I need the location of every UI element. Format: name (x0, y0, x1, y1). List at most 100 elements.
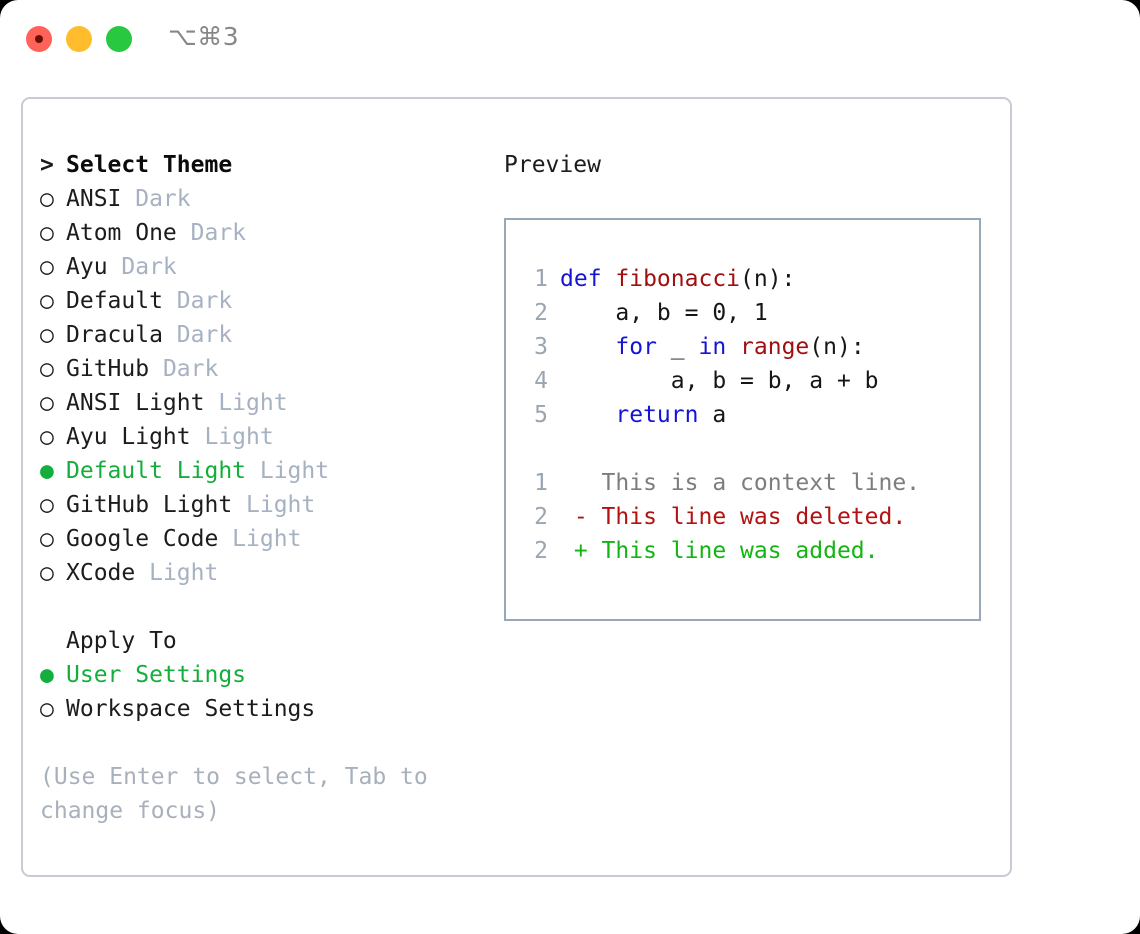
code-token (560, 402, 615, 428)
theme-option-label: Ayu (66, 254, 108, 280)
theme-option-github[interactable]: ○GitHub Dark (40, 352, 480, 386)
line-number: 4 (534, 368, 548, 394)
theme-option-label: Dracula (66, 322, 163, 348)
theme-variant-tag: Light (204, 390, 288, 416)
apply-to-option-label: Workspace Settings (66, 696, 316, 722)
line-number: 2 (534, 300, 548, 326)
theme-variant-tag: Dark (107, 254, 177, 280)
section-spacer (40, 590, 480, 624)
apply-to-option-user-settings[interactable]: ● User Settings (40, 658, 480, 692)
code-line: 4 a, b = b, a + b (524, 364, 920, 398)
theme-option-label: ANSI Light (66, 390, 205, 416)
code-token: _ (656, 334, 699, 360)
radio-unselected-icon: ○ (40, 696, 54, 722)
line-number: 2 (534, 504, 548, 530)
apply-to-options-list: ● User Settings ○ Workspace Settings (40, 658, 480, 726)
diff-text: This line was deleted. (601, 504, 907, 530)
code-token: a, b = b, a + b (560, 368, 879, 394)
diff-line: 1 This is a context line. (524, 466, 920, 500)
theme-selector-dialog: > Select Theme ○ ANSI Dark ○ Atom One Dark ○ A… (21, 97, 1012, 877)
radio-unselected-icon: ○ (40, 356, 54, 382)
diff-line: 2 + This line was added. (524, 534, 920, 568)
theme-variant-tag: Dark (176, 220, 247, 246)
theme-variant-tag: Dark (162, 322, 233, 348)
theme-option-google-code[interactable]: ○ Google Code Light (40, 522, 480, 556)
radio-unselected-icon: ○ (40, 254, 54, 280)
line-number: 3 (534, 334, 548, 360)
theme-option-label: GitHub (66, 356, 150, 382)
diff-text: This line was added. (601, 538, 879, 564)
theme-variant-tag: Light (218, 526, 302, 552)
code-token: (n): (809, 334, 865, 360)
theme-option-label: Default Light (66, 458, 247, 484)
theme-option-ayu[interactable]: ○ Ayu Dark (40, 250, 480, 284)
radio-unselected-icon: ○ (40, 288, 54, 314)
diff-marker: - (560, 504, 602, 530)
theme-option-atom-one[interactable]: ○ Atom One Dark (40, 216, 480, 250)
theme-option-xcode[interactable]: ○XCode Light (40, 556, 480, 590)
diff-marker (560, 470, 602, 496)
radio-unselected-icon: ○ (40, 186, 54, 212)
radio-unselected-icon: ○ (40, 560, 54, 586)
maximize-window-button[interactable] (106, 26, 132, 52)
theme-variant-tag: Light (190, 424, 274, 450)
code-token (726, 334, 740, 360)
code-token: (n): (740, 266, 796, 292)
theme-variant-tag: Dark (162, 288, 233, 314)
radio-selected-icon: ● (40, 458, 54, 484)
theme-option-label: Ayu Light (66, 424, 191, 450)
apply-to-option-workspace-settings[interactable]: ○ Workspace Settings (40, 692, 480, 726)
radio-unselected-icon: ○ (40, 492, 54, 518)
theme-list-column: > Select Theme ○ ANSI Dark ○ Atom One Dark ○ A… (40, 148, 480, 828)
theme-list-heading-label: Select Theme (66, 152, 233, 178)
line-number: 1 (534, 470, 548, 496)
theme-option-default-light[interactable]: ●Default Light Light (40, 454, 480, 488)
title-bar: ⌥⌘3 (0, 0, 1140, 78)
theme-option-label: Google Code (66, 526, 219, 552)
minimize-window-button[interactable] (66, 26, 92, 52)
theme-option-ansi-light[interactable]: ○ ANSI Light Light (40, 386, 480, 420)
prompt-caret-icon: > (40, 152, 54, 178)
code-token: range (740, 334, 810, 360)
theme-option-label: ANSI (66, 186, 122, 212)
preview-title: Preview (504, 152, 601, 178)
code-line: 2 a, b = 0, 1 (524, 296, 920, 330)
radio-unselected-icon: ○ (40, 424, 54, 450)
theme-option-label: Default (66, 288, 163, 314)
theme-option-ayu-light[interactable]: ○ Ayu Light Light (40, 420, 480, 454)
theme-option-default[interactable]: ○ Default Dark (40, 284, 480, 318)
line-number: 1 (534, 266, 548, 292)
theme-option-github-light[interactable]: ○ GitHub Light Light (40, 488, 480, 522)
code-blank-line (524, 432, 920, 466)
line-number: 2 (534, 538, 548, 564)
theme-option-ansi[interactable]: ○ ANSI Dark (40, 182, 480, 216)
code-token: a, b = 0, 1 (560, 300, 768, 326)
code-token: return (615, 402, 699, 428)
theme-options-list: ○ ANSI Dark ○ Atom One Dark ○ Ayu Dark ○ Defaul… (40, 182, 480, 590)
radio-unselected-icon: ○ (40, 322, 54, 348)
radio-unselected-icon: ○ (40, 526, 54, 552)
theme-list-heading: > Select Theme (40, 148, 480, 182)
code-token: fibonacci (615, 266, 741, 292)
theme-option-label: GitHub Light (66, 492, 233, 518)
apply-to-option-label: User Settings (66, 662, 247, 688)
close-icon (35, 35, 43, 43)
code-token: for (615, 334, 657, 360)
diff-line: 2 - This line was deleted. (524, 500, 920, 534)
radio-unselected-icon: ○ (40, 220, 54, 246)
theme-variant-tag: Dark (121, 186, 191, 212)
diff-text: This is a context line. (601, 470, 921, 496)
keyboard-hint-text: (Use Enter to select, Tab to change focu… (40, 764, 442, 824)
code-token: in (698, 334, 727, 360)
theme-option-label: Atom One (66, 220, 177, 246)
keyboard-shortcut-label: ⌥⌘3 (168, 22, 240, 51)
radio-selected-icon: ● (40, 662, 54, 688)
radio-unselected-icon: ○ (40, 390, 54, 416)
apply-to-heading: Apply To (66, 628, 177, 654)
theme-option-dracula[interactable]: ○ Dracula Dark (40, 318, 480, 352)
theme-variant-tag: Light (232, 492, 316, 518)
